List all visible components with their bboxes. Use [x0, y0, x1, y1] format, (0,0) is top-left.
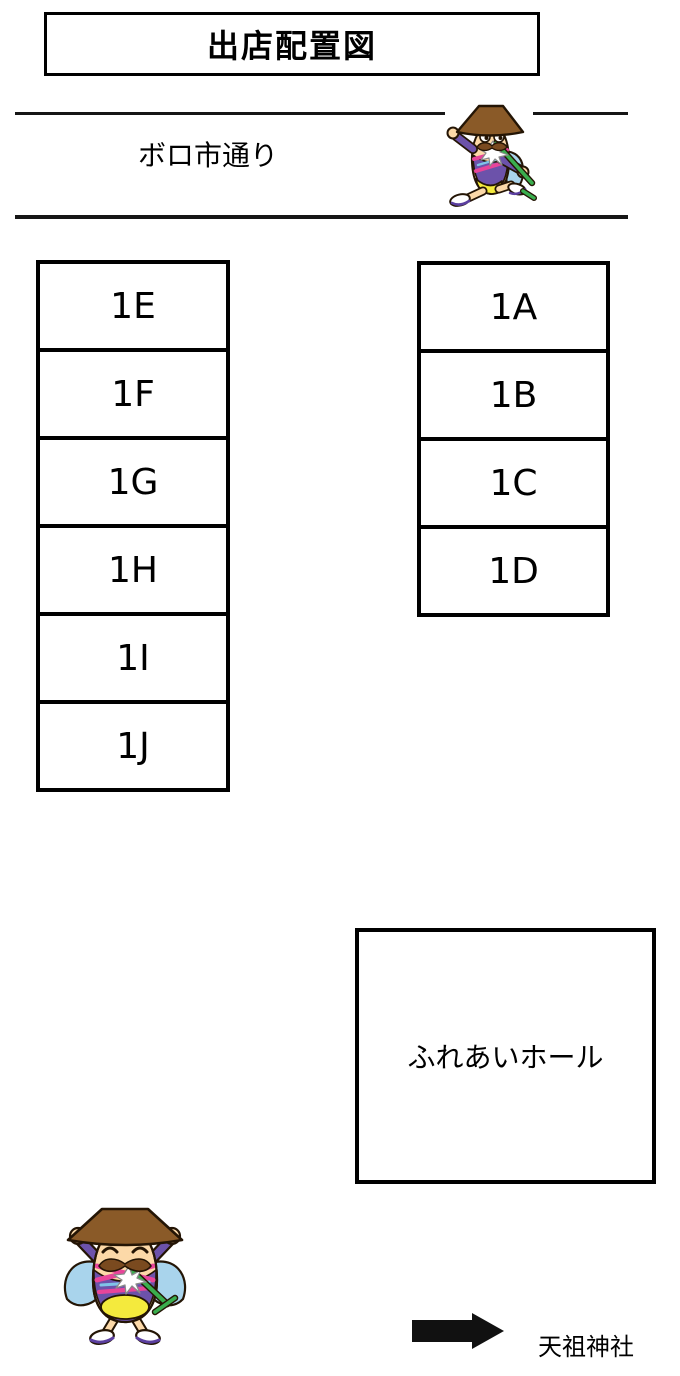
map-title-box: 出店配置図 [44, 12, 540, 76]
street-bottom-line [15, 215, 628, 219]
stall-1j: 1J [40, 700, 226, 788]
stall-label: 1C [489, 462, 538, 504]
stall-label: 1D [488, 550, 539, 592]
stall-label: 1G [107, 461, 159, 503]
fureai-hall-label: ふれあいホール [407, 1041, 604, 1074]
mascot-eye [131, 1246, 149, 1254]
stall-1d: 1D [421, 525, 606, 613]
stall-column-right: 1A 1B 1C 1D [417, 261, 610, 617]
standing-mascot-icon [63, 1207, 187, 1345]
stall-1c: 1C [421, 437, 606, 525]
walking-mascot-icon [446, 104, 537, 207]
mascot-hat [455, 104, 525, 137]
mascot-eye [101, 1246, 119, 1254]
mascot-mustache [476, 142, 508, 152]
stall-1e: 1E [40, 264, 226, 348]
stall-label: 1J [116, 725, 150, 767]
stall-label: 1B [489, 374, 538, 416]
stall-column-left: 1E 1F 1G 1H 1I 1J [36, 260, 230, 792]
street-name-label: ボロ市通り [138, 139, 279, 172]
stall-1h: 1H [40, 524, 226, 612]
street-top-line-right [533, 112, 628, 115]
shrine-name-label: 天祖神社 [538, 1333, 634, 1361]
street-top-line-left [15, 112, 445, 115]
stall-label: 1E [110, 285, 156, 327]
stall-1i: 1I [40, 612, 226, 700]
stall-1g: 1G [40, 436, 226, 524]
mascot-plume [113, 1265, 147, 1295]
map-title: 出店配置図 [206, 27, 377, 65]
mascot-hat [66, 1207, 184, 1247]
stall-1a: 1A [421, 265, 606, 349]
stall-label: 1I [116, 637, 150, 679]
right-arrow-icon [412, 1313, 504, 1349]
mascot-mustache [98, 1258, 152, 1273]
stall-1f: 1F [40, 348, 226, 436]
mascot-belly [100, 1294, 150, 1320]
stall-label: 1F [111, 373, 155, 415]
stall-label: 1H [108, 549, 158, 591]
stall-label: 1A [489, 286, 538, 328]
fureai-hall-box: ふれあいホール [355, 928, 656, 1184]
stall-1b: 1B [421, 349, 606, 437]
